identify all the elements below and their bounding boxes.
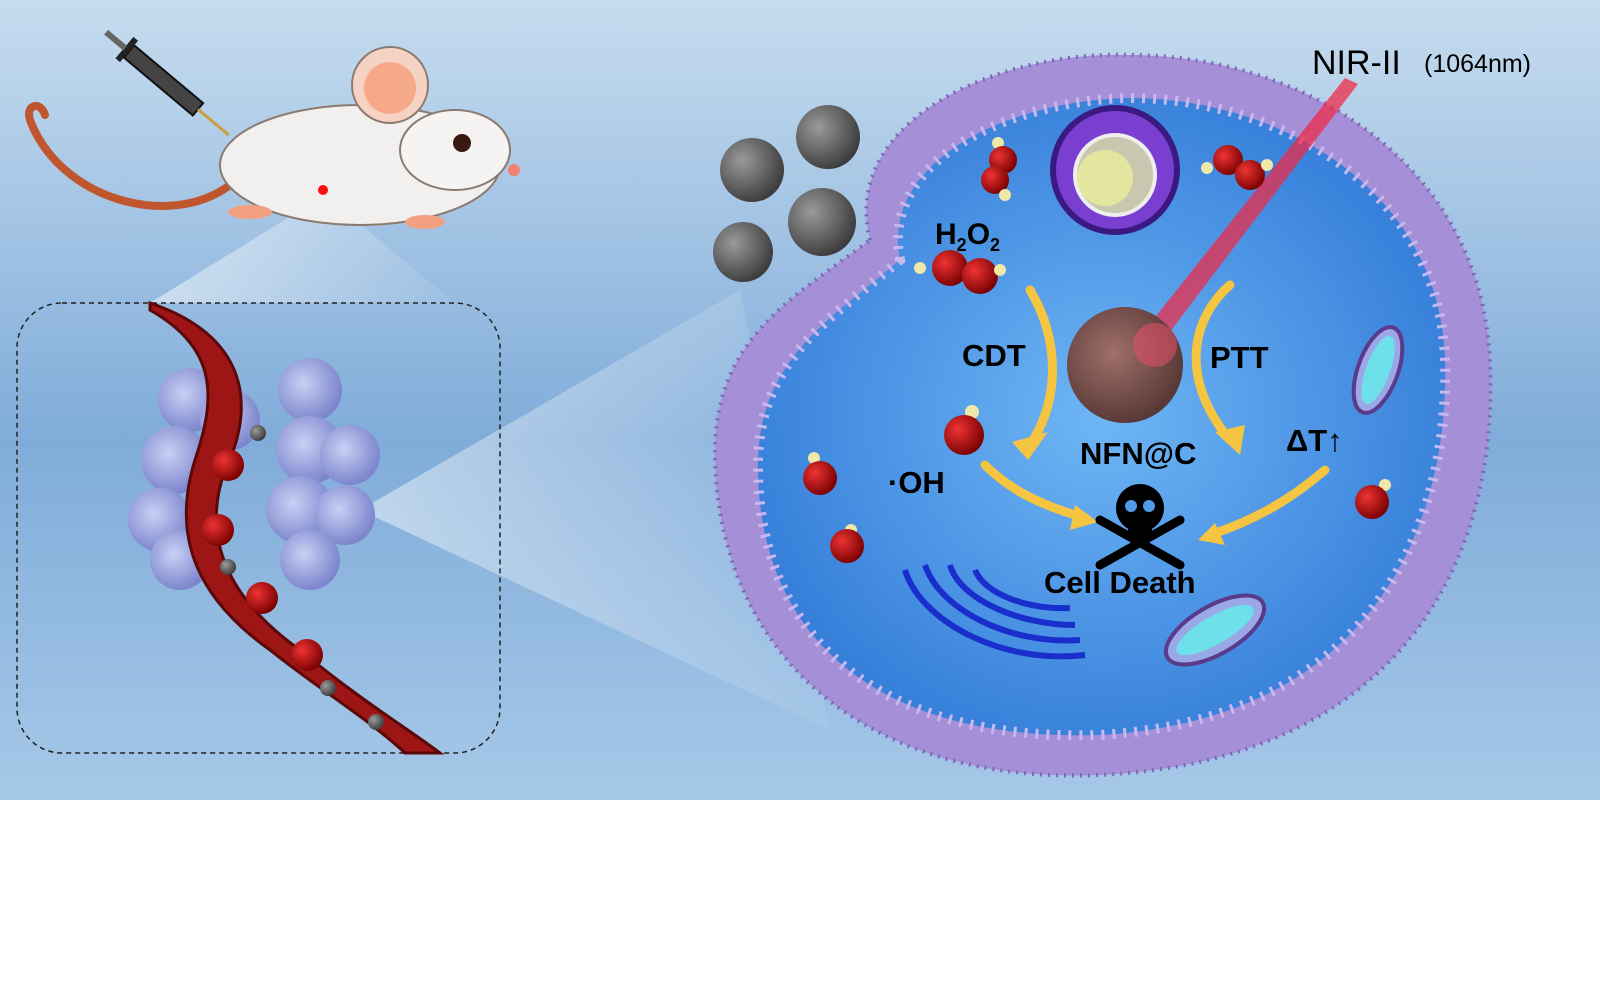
nucleus [1050, 105, 1180, 235]
hydroxyl-radical [944, 405, 984, 455]
h2o2-label: H2O2 [935, 218, 1000, 256]
hydroxyl-radical [803, 452, 837, 495]
nfn-c-nanoparticle [1067, 307, 1183, 423]
wavelength-label: (1064nm) [1424, 50, 1531, 78]
extracellular-nanoparticles [713, 105, 860, 282]
h2o2-o: O [966, 218, 991, 251]
hydroxyl-radical [830, 524, 864, 563]
mouse-nose [508, 164, 520, 176]
mouse-illustration [25, 46, 520, 229]
cell-death-label: Cell Death [1044, 565, 1196, 600]
cdt-label: CDT [962, 338, 1026, 373]
hydroxyl-label: ·OH [888, 465, 945, 500]
zoom-cone-mouse [150, 195, 455, 303]
syringe-icon [104, 29, 230, 137]
laser-beam [1145, 78, 1358, 345]
h2o2-molecule [914, 250, 1006, 294]
tumor-cluster [128, 358, 380, 590]
red-blood-cells [202, 449, 323, 671]
nanoparticle-label: NFN@C [1080, 436, 1197, 471]
heat-to-death-arrow [1205, 465, 1330, 540]
ptt-label: PTT [1210, 340, 1269, 375]
skull-crossbones-icon [1095, 484, 1185, 570]
h2o2-molecule [981, 137, 1017, 201]
mouse-tail [25, 102, 234, 210]
hydroxyl-radical [1355, 479, 1391, 519]
hydroxyl-to-death-arrow [980, 460, 1090, 523]
ptt-arrow [1191, 280, 1235, 445]
h2o2-sub1: 2 [956, 235, 967, 255]
h2o2-molecule [1201, 145, 1273, 190]
temperature-label: ΔT↑ [1286, 423, 1343, 458]
h2o2-h: H [935, 218, 957, 251]
h2o2-sub2: 2 [990, 235, 1001, 255]
laser-label: NIR-II [1312, 44, 1401, 82]
mitochondrion [1163, 593, 1267, 667]
mouse-eye [453, 134, 471, 152]
inset-frame [16, 302, 501, 754]
nanoparticles-in-vessel [220, 425, 384, 730]
zoom-cone-tumor [360, 290, 830, 730]
cdt-arrow [1025, 285, 1057, 450]
tumor-site-marker [318, 185, 328, 195]
golgi-apparatus [902, 563, 1086, 660]
mitochondrion [1351, 325, 1405, 415]
